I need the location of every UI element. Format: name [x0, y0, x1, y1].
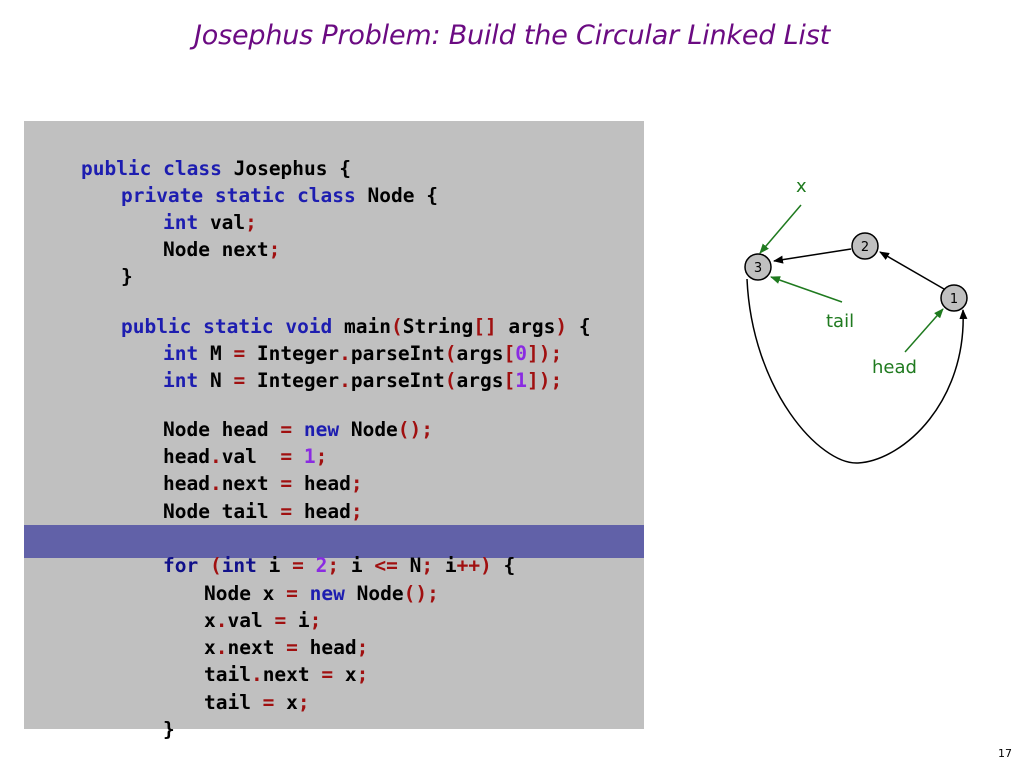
code-line-1: public class Josephus { [80, 157, 351, 180]
code-line-2: private static class Node { [120, 184, 438, 207]
code-line-6: public static void main(String[] args) { [120, 315, 591, 338]
code-line-11: head.next = head; [162, 472, 363, 495]
code-line-18: tail = x; [203, 691, 310, 714]
code-panel: public class Josephus { private static c… [24, 121, 644, 741]
code-line-9: Node head = new Node(); [162, 418, 434, 441]
code-line-13-highlighted: for (int i = 2; i <= N; i++) { [162, 554, 516, 577]
node-1: 1 [940, 284, 968, 312]
head-pointer-arrow [904, 308, 944, 353]
svg-text:3: 3 [754, 261, 762, 276]
highlighted-line-bar [24, 525, 644, 558]
code-line-8: int N = Integer.parseInt(args[1]); [162, 369, 563, 392]
code-line-19: } [162, 718, 175, 741]
code-line-7: int M = Integer.parseInt(args[0]); [162, 342, 563, 365]
code-line-3: int val; [162, 211, 257, 234]
svg-text:2: 2 [861, 240, 869, 255]
head-label: head [872, 357, 917, 378]
x-pointer-arrow [759, 204, 802, 254]
code-line-12: Node tail = head; [162, 500, 363, 523]
node-3: 3 [744, 253, 772, 281]
tail-pointer-arrow [770, 276, 843, 303]
link-3-to-1 [746, 278, 968, 464]
link-2-to-3 [773, 248, 852, 264]
node-2: 2 [851, 232, 879, 260]
tail-label: tail [826, 311, 855, 332]
svg-text:1: 1 [950, 292, 958, 307]
page-number: 17 [998, 747, 1012, 760]
code-line-16: x.next = head; [203, 636, 369, 659]
code-line-15: x.val = i; [203, 609, 322, 632]
code-line-14: Node x = new Node(); [203, 582, 439, 605]
code-line-4: Node next; [162, 238, 281, 261]
code-line-17: tail.next = x; [203, 663, 369, 686]
link-1-to-2 [879, 251, 945, 290]
x-label: x [796, 176, 807, 197]
code-line-5: } [120, 265, 133, 288]
code-line-10: head.val = 1; [162, 445, 328, 468]
slide-title: Josephus Problem: Build the Circular Lin… [194, 20, 830, 51]
